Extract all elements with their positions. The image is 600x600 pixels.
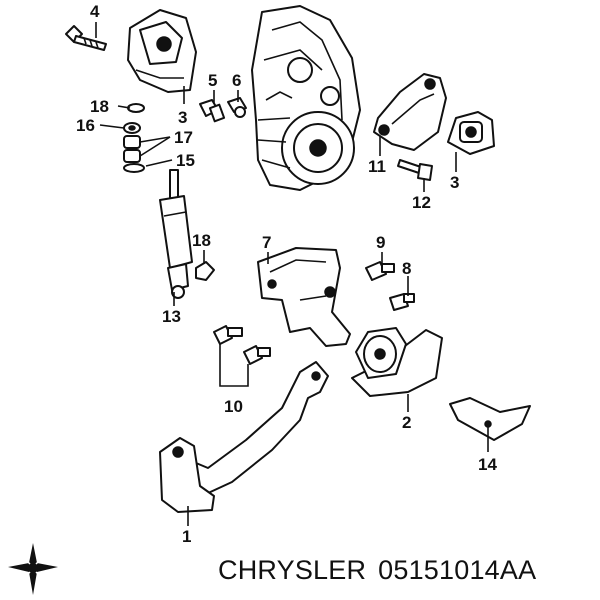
washer-stack xyxy=(123,103,145,173)
bolt-8 xyxy=(389,293,415,311)
bracket-11 xyxy=(373,73,447,151)
part-number: 05151014AA xyxy=(378,555,537,585)
callout-3b: 3 xyxy=(450,173,459,192)
right-mount-3 xyxy=(447,111,495,155)
nut-18 xyxy=(195,261,215,281)
strut-13 xyxy=(159,169,193,299)
callout-15: 15 xyxy=(176,151,195,170)
callout-1: 1 xyxy=(182,527,191,546)
callout-9: 9 xyxy=(376,233,385,252)
leader-lines xyxy=(95,22,489,526)
bolt-5 xyxy=(199,99,226,123)
bolt-10b xyxy=(243,345,271,365)
callout-17: 17 xyxy=(174,128,193,147)
callout-13: 13 xyxy=(162,307,181,326)
part-caption: CHRYSLER 05151014AA xyxy=(218,552,590,588)
callout-10: 10 xyxy=(224,397,243,416)
bracket-14 xyxy=(449,397,531,441)
callout-5: 5 xyxy=(208,71,217,90)
callout-3a: 3 xyxy=(178,108,187,127)
bracket-7 xyxy=(257,247,351,347)
bolt-6 xyxy=(227,97,247,118)
bolt-4 xyxy=(65,25,107,51)
callout-4: 4 xyxy=(90,2,100,21)
callout-7: 7 xyxy=(262,233,271,252)
callout-18b: 18 xyxy=(192,231,211,250)
callout-12: 12 xyxy=(412,193,431,212)
bolt-10a xyxy=(213,325,243,345)
callout-14: 14 xyxy=(478,455,497,474)
chrysler-pentastar-icon xyxy=(8,543,58,595)
mount-2 xyxy=(351,327,443,397)
bolt-12 xyxy=(397,159,433,181)
callout-2: 2 xyxy=(402,413,411,432)
brand-label: CHRYSLER xyxy=(218,555,367,585)
callout-numbers: 4 3 5 6 18 16 17 15 11 3 12 18 7 9 8 13 … xyxy=(76,2,497,546)
callout-11: 11 xyxy=(368,157,386,176)
crossmember-1 xyxy=(159,361,329,513)
bolt-9 xyxy=(365,261,395,281)
callout-8: 8 xyxy=(402,259,411,278)
callout-16: 16 xyxy=(76,116,95,135)
callout-6: 6 xyxy=(232,71,241,90)
upper-left-mount xyxy=(127,9,197,93)
engine-block xyxy=(251,5,361,191)
callout-18a: 18 xyxy=(90,97,109,116)
